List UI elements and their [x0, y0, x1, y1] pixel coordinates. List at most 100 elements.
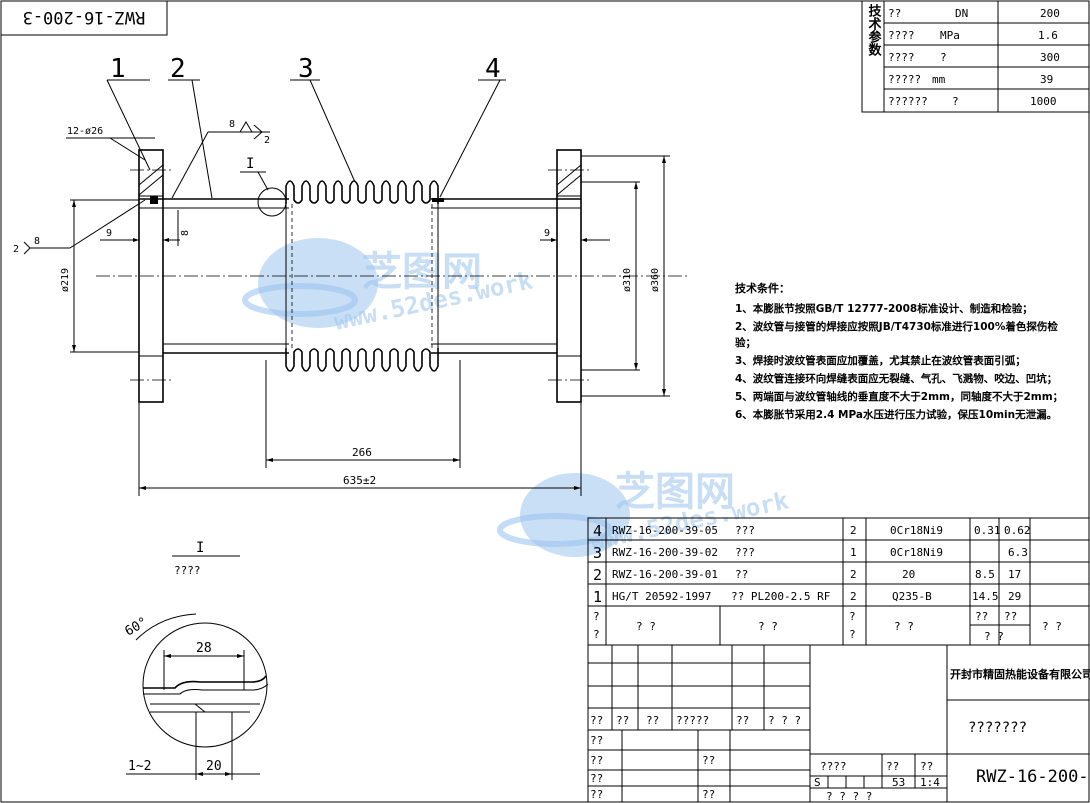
weld-mark — [150, 196, 158, 204]
drawing-name: ??????? — [968, 720, 1027, 736]
drawing-number: RWZ-16-200- — [976, 767, 1089, 787]
param-value: 200 — [1040, 7, 1060, 20]
detail-width-20: 20 — [206, 759, 222, 774]
tech-line: 验； — [735, 336, 756, 349]
tech-params-table: 技术参数 ?? DN 200 ???? MPa 1.6 ???? ? 300 ?… — [861, 0, 1090, 113]
tech-line: 3、焊接时波纹管表面应加覆盖，尤其禁止在波纹管表面引弧； — [735, 354, 1026, 367]
weld-size-left: 8 — [34, 236, 40, 247]
company-name: 开封市精固热能设备有限公司 — [950, 667, 1090, 681]
bom-total-weight: 17 — [1008, 568, 1021, 581]
tb-sheet-row: ? ? ? ? — [826, 790, 872, 803]
right-flange — [556, 149, 582, 403]
param-name: ?????? — [888, 95, 928, 108]
bellows-bottom — [285, 348, 439, 372]
stamp-text: RWZ-16-200-3 — [23, 7, 146, 27]
bom-total-weight: 29 — [1008, 590, 1021, 603]
bom-no: 2 — [593, 566, 602, 584]
tb-stage-s: S — [814, 776, 821, 789]
tb-left-label: ?? — [590, 788, 603, 801]
tb-left-label: ?? — [590, 772, 603, 785]
bom-header-no: ? — [593, 628, 600, 641]
bellows-top — [285, 180, 439, 204]
params-header: 技术参数 — [866, 3, 883, 57]
bom-material: 20 — [902, 568, 915, 581]
detail-width-28: 28 — [196, 641, 212, 656]
bom-header-code: ? ? — [636, 620, 656, 633]
tb-row-label: ?? — [590, 714, 603, 727]
bom-material: Q235-B — [892, 590, 932, 603]
bom-header-qty: ? — [849, 610, 856, 623]
tech-heading: 技术条件： — [735, 281, 790, 295]
assembly-view: 1 2 3 4 12-ø26 8 2 8 2 I 8 — [13, 54, 690, 496]
bom-qty: 2 — [850, 590, 857, 603]
tech-line: 6、本膨胀节采用2.4 MPa水压进行压力试验，保压10min无泄漏。 — [735, 408, 1057, 421]
bom-name: ??? — [735, 524, 755, 537]
bom-table: 4 RWZ-16-200-39-05 ??? 2 0Cr18Ni9 0.31 0… — [587, 517, 1090, 646]
tb-left-label: ?? — [590, 734, 603, 747]
weld-count-top: 2 — [264, 135, 270, 146]
param-unit: DN — [955, 7, 968, 20]
bevel-angle: 60° — [123, 615, 151, 640]
total-length: 635±2 — [343, 474, 376, 487]
bom-qty: 2 — [850, 524, 857, 537]
bellows-diameter: ø310 — [622, 268, 633, 292]
param-name: ???? — [888, 51, 915, 64]
bom-total-weight: 6.3 — [1008, 546, 1028, 559]
watermark-1: 芝图网 www.52des.work — [242, 238, 536, 336]
tb-row-label: ? ? ? — [768, 714, 801, 727]
bom-header-qty: ? — [849, 628, 856, 641]
tb-row-label: ????? — [676, 714, 709, 727]
bom-code: RWZ-16-200-39-05 — [612, 524, 718, 537]
bom-header-no: ? — [593, 610, 600, 623]
bom-name: ?? — [735, 568, 748, 581]
bom-header-total: ?? — [1004, 610, 1017, 623]
balloon-1: 1 — [110, 54, 126, 84]
watermark-2: 芝图网 www.52des.work — [497, 469, 792, 557]
param-value: 39 — [1040, 73, 1053, 86]
bom-unit-weight: 14.5 — [972, 590, 999, 603]
left-flange — [138, 149, 164, 403]
param-name: ?? — [888, 7, 901, 20]
bom-unit-weight: 8.5 — [975, 568, 995, 581]
bom-name: ?? PL200-2.5 RF — [731, 590, 830, 603]
tech-line: 4、波纹管连接环向焊缝表面应无裂缝、气孔、飞溅物、咬边、凹坑； — [735, 372, 1057, 385]
balloon-4: 4 — [485, 54, 501, 84]
param-unit: mm — [932, 73, 946, 86]
bom-header-weight: ? ? — [984, 630, 1004, 643]
title-block: ?? ?? ?? ????? ?? ? ? ? ?? ?? ?? ?? ?? ?… — [587, 644, 1090, 803]
param-value: 1000 — [1030, 95, 1057, 108]
tb-left-label: ?? — [590, 754, 603, 767]
bolt-hole-note: 12-ø26 — [67, 126, 103, 137]
bom-no: 4 — [593, 522, 602, 540]
detail-i-circle — [257, 187, 287, 217]
flange-thickness-right: 9 — [544, 228, 550, 239]
param-unit: ? — [940, 51, 947, 64]
param-value: 300 — [1040, 51, 1060, 64]
pipe-diameter: ø219 — [60, 268, 71, 292]
tech-conditions: 技术条件： 1、本膨胀节按照GB/T 12777-2008标准设计、制造和检验；… — [735, 281, 1063, 421]
bom-unit-weight: 0.31 — [974, 524, 1001, 537]
tb-weight: 53 — [892, 776, 905, 789]
bom-header-note: ? ? — [1042, 620, 1062, 633]
tb-row-label: ?? — [616, 714, 629, 727]
detail-i-mark: I — [246, 156, 254, 172]
bom-header-name: ? ? — [758, 620, 778, 633]
detail-title: I — [196, 540, 204, 556]
flange-diameter: ø360 — [650, 268, 661, 292]
detail-scale: ???? — [174, 564, 201, 577]
bom-code: RWZ-16-200-39-01 — [612, 568, 718, 581]
bom-code: HG/T 20592-1997 — [612, 590, 711, 603]
tb-mid-label: ?? — [702, 788, 715, 801]
bom-qty: 2 — [850, 568, 857, 581]
tech-line: 1、本膨胀节按照GB/T 12777-2008标准设计、制造和检验； — [735, 302, 1033, 315]
bom-header-material: ? ? — [894, 620, 914, 633]
bom-total-weight: 0.62 — [1004, 524, 1031, 537]
weld-size-top: 8 — [229, 119, 235, 130]
tech-line: 2、波纹管与接管的焊接应按照JB/T4730标准进行100%着色探伤检 — [735, 320, 1058, 333]
bom-no: 3 — [593, 544, 602, 562]
bom-no: 1 — [593, 588, 602, 606]
wall-thickness: 8 — [180, 230, 191, 236]
